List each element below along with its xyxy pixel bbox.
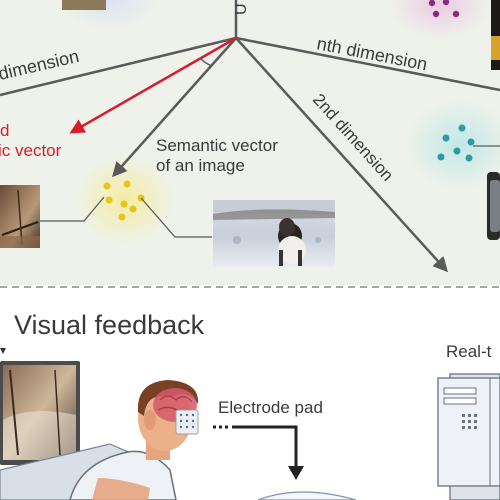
- target-vector-label-line1: d: [0, 121, 9, 140]
- connector-line-left-image: [40, 196, 105, 222]
- cluster-dot: [453, 147, 461, 155]
- pink-cluster-glow: [390, 0, 490, 40]
- cluster-dot: [442, 0, 450, 6]
- image-vector-arrow: [112, 37, 237, 178]
- right-photo-thumbnail: [487, 172, 500, 240]
- monitor-pointer: [0, 348, 6, 354]
- teal-cluster-glow: [405, 100, 500, 190]
- electrode-cable: [232, 425, 298, 468]
- top-left-photo-thumbnail: [62, 0, 106, 10]
- image-vector-label-line2: of an image: [156, 156, 245, 175]
- top-right-photo-thumbnail: [491, 0, 500, 70]
- electrode-cable-arrowhead: [288, 466, 304, 480]
- electrode-pad: [175, 409, 199, 435]
- monitor: [0, 361, 80, 482]
- computer-tower: [437, 373, 500, 500]
- cluster-dot: [103, 182, 111, 190]
- cluster-dot: [432, 10, 440, 18]
- cluster-dot: [105, 196, 113, 204]
- person-arm: [92, 478, 150, 500]
- image-vector-label-line1: Semantic vector: [156, 136, 278, 155]
- left-photo-thumbnail: [0, 185, 40, 248]
- cluster-dot: [120, 200, 128, 208]
- cluster-dot: [437, 153, 445, 161]
- magenta-vector-cluster: [428, 0, 460, 18]
- cluster-dot: [118, 213, 126, 221]
- axis-label-top: U: [233, 3, 250, 15]
- connector-line-dog-image: [140, 197, 212, 238]
- person-hair: [137, 380, 199, 416]
- drive-bay: [443, 387, 477, 395]
- angle-arc: [199, 57, 213, 67]
- cluster-dot: [465, 154, 473, 162]
- dog-photo-thumbnail: [213, 200, 335, 267]
- drive-bay: [443, 397, 477, 405]
- cluster-dot: [467, 138, 475, 146]
- teal-vector-cluster: [437, 124, 475, 162]
- cluster-dot: [452, 10, 460, 18]
- target-vector-arrow: [69, 36, 237, 134]
- target-vector-label-line2: ic vector: [0, 141, 62, 160]
- axis-left-dimension: [0, 36, 237, 97]
- cluster-dot: [123, 180, 131, 188]
- real-time-computer-label: Real-t: [446, 342, 492, 361]
- electrode-pad-label: Electrode pad: [218, 398, 323, 417]
- feedback-panel: Visual feedback: [0, 310, 500, 500]
- visual-feedback-title: Visual feedback: [14, 310, 205, 340]
- axis-nth-dimension: [235, 36, 500, 92]
- cluster-dot: [129, 205, 137, 213]
- cluster-dot: [428, 0, 436, 7]
- cluster-dot: [442, 134, 450, 142]
- cluster-dot: [458, 124, 466, 132]
- semantic-space-panel: U dimension nth dimension 2nd dimension …: [0, 0, 500, 285]
- person: [69, 380, 199, 500]
- yellow-cluster-glow: [75, 155, 175, 245]
- recording-device: [257, 491, 357, 500]
- axis-second-dimension: [235, 37, 449, 273]
- person-ear: [144, 410, 156, 430]
